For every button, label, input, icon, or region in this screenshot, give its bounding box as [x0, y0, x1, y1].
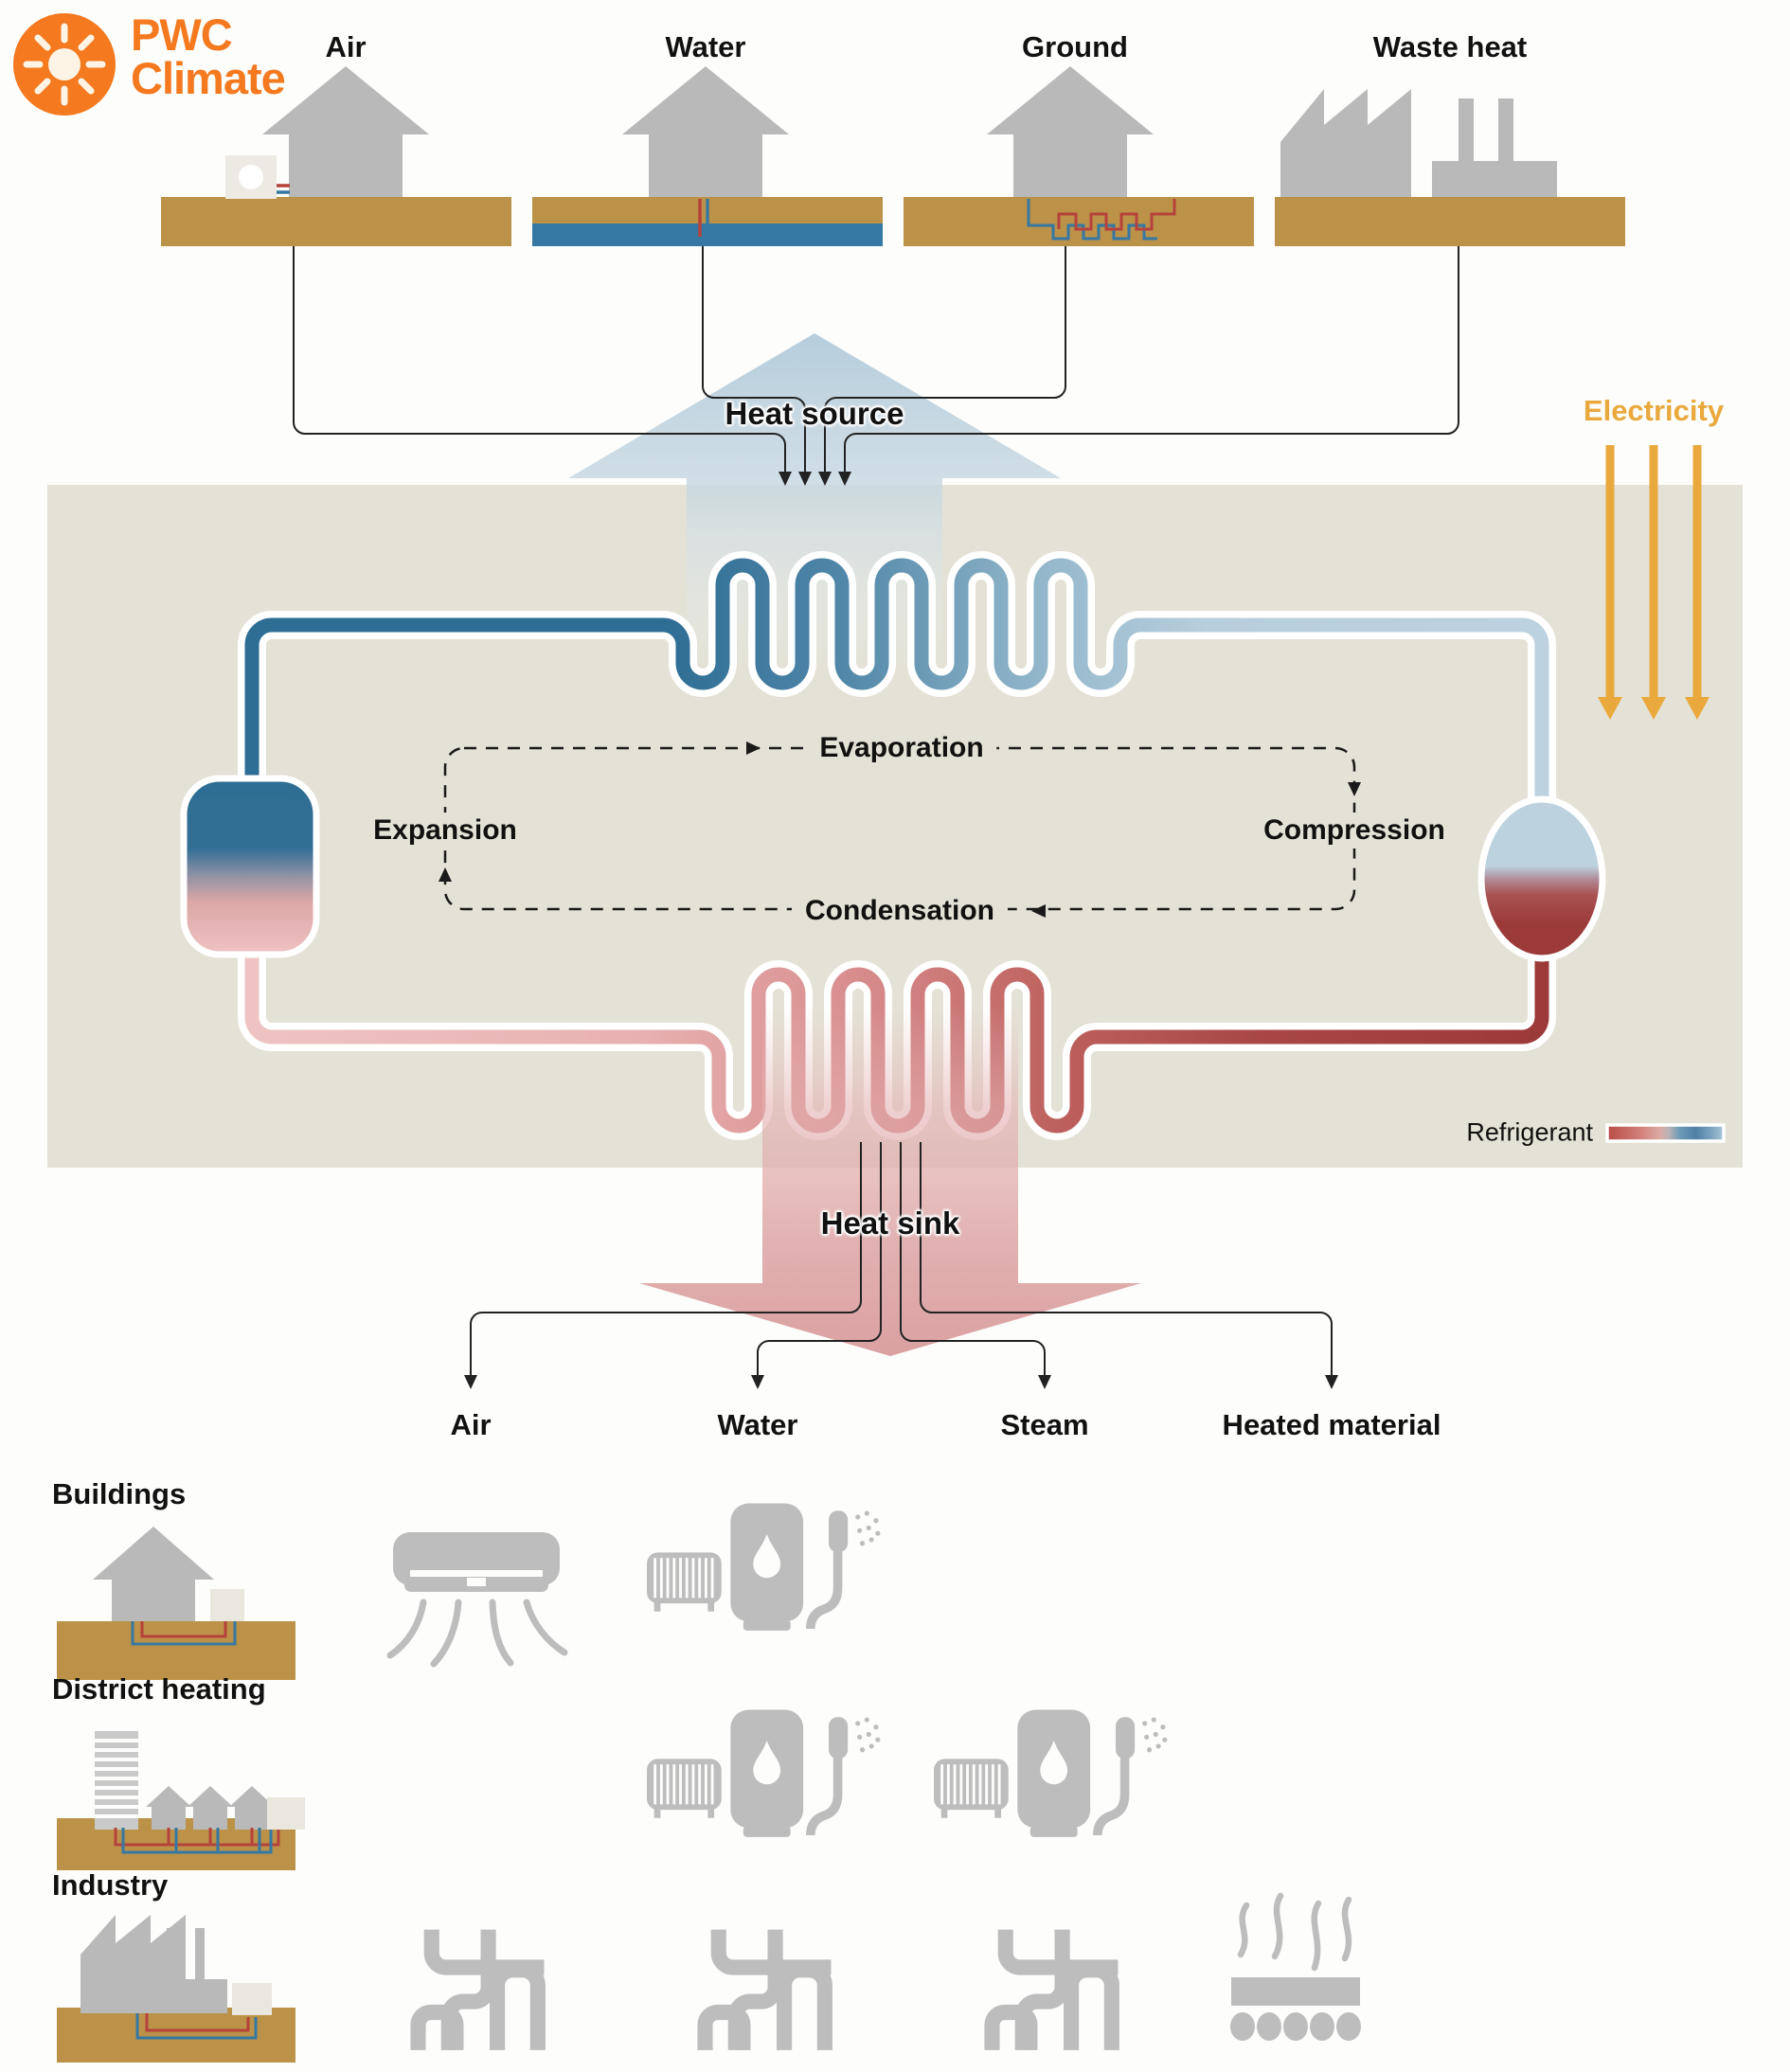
source-scene-air — [161, 66, 511, 246]
compressor — [1477, 795, 1606, 962]
steam-icon — [1237, 1892, 1352, 1972]
logo-line1: PWC — [131, 9, 233, 60]
sink-label-air: Air — [450, 1408, 492, 1441]
evaporator-pipe — [244, 558, 1549, 814]
sink-arrowheads — [464, 1375, 1338, 1389]
row-label-industry: Industry — [52, 1868, 169, 1902]
sink-connector-lines — [470, 1142, 1333, 1376]
cycle-arrowheads — [439, 741, 1361, 918]
refrigerant-legend-bar — [1605, 1123, 1726, 1143]
source-label-air: Air — [325, 30, 367, 63]
row-label-buildings: Buildings — [52, 1477, 187, 1510]
source-label-waste-heat: Waste heat — [1372, 30, 1528, 63]
logo-line2: Climate — [131, 53, 286, 104]
factory-icon — [1280, 89, 1411, 197]
heat-source-label: Heat source — [725, 396, 904, 431]
sun-icon — [13, 13, 116, 116]
logo: PWC Climate — [11, 9, 286, 117]
cycle-label-expansion: Expansion — [360, 813, 530, 848]
cycle-label-condensation: Condensation — [792, 893, 1008, 929]
sink-label-steam: Steam — [1000, 1408, 1089, 1441]
logo-text: PWC Climate — [131, 9, 286, 104]
refrigerant-label: Refrigerant — [1466, 1117, 1593, 1147]
sink-label-heated-material: Heated material — [1222, 1408, 1441, 1441]
expansion-valve — [180, 775, 320, 958]
buildings-scene — [57, 1527, 295, 1680]
heat-sink-arrow — [639, 1004, 1141, 1356]
cycle-label-compression: Compression — [1250, 813, 1459, 848]
industry-scene — [57, 1915, 295, 2063]
source-scene-waste-heat — [1275, 89, 1625, 246]
air-conditioner-icon — [386, 1532, 568, 1668]
source-scene-ground — [904, 66, 1254, 246]
cycle-label-evaporation: Evaporation — [806, 730, 997, 766]
row-label-district-heating: District heating — [52, 1672, 266, 1706]
source-label-ground: Ground — [1022, 30, 1128, 63]
source-scene-water — [532, 66, 883, 246]
source-arrowheads — [779, 472, 851, 486]
source-label-water: Water — [665, 30, 746, 63]
electricity-label: Electricity — [1583, 394, 1725, 427]
source-connector-lines — [293, 246, 1459, 473]
electricity-arrows — [1598, 445, 1709, 720]
heat-source-arrow — [568, 333, 1061, 674]
district-heating-scene — [57, 1731, 305, 1870]
heat-sink-label: Heat sink — [820, 1206, 960, 1241]
sink-label-water: Water — [717, 1408, 798, 1441]
heated-material-icon — [1230, 1892, 1361, 2041]
